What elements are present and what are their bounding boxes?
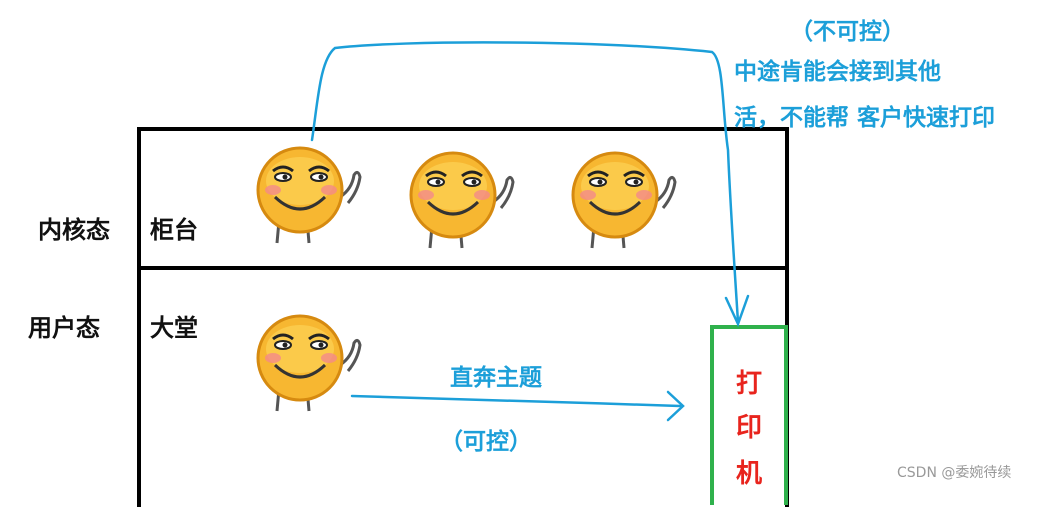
kernel-mode-label: 内核态 xyxy=(38,216,110,244)
emoji-face-lobby xyxy=(256,314,362,412)
uncontrollable-route-arrow xyxy=(310,41,740,324)
user-mode-label: 用户态 xyxy=(28,314,100,342)
lobby-label: 大堂 xyxy=(150,314,198,342)
controllable-route-arrow xyxy=(350,394,682,408)
emoji-face-3 xyxy=(571,151,677,249)
printer-char-3: 机 xyxy=(735,459,762,489)
uncontrollable-arrowhead xyxy=(724,294,750,328)
printer-box: 打 印 机 xyxy=(710,325,788,505)
counter-label: 柜台 xyxy=(150,216,198,244)
controllable-note: （可控） xyxy=(440,429,532,455)
watermark: CSDN @委婉待续 xyxy=(897,465,1012,481)
midway-note-line1: 中途肯能会接到其他 xyxy=(734,59,941,85)
mode-divider xyxy=(137,266,789,270)
controllable-arrowhead xyxy=(666,390,685,422)
arrow-layer xyxy=(310,41,750,422)
direct-note: 直奔主题 xyxy=(450,365,542,391)
uncontrollable-note: （不可控） xyxy=(790,19,905,45)
printer-char-2: 印 xyxy=(735,413,762,443)
printer-char-1: 打 xyxy=(735,369,762,399)
emoji-face-1 xyxy=(256,146,362,244)
mode-frame xyxy=(137,127,789,507)
emoji-face-2 xyxy=(409,151,515,249)
midway-note-line2: 活，不能帮 客户快速打印 xyxy=(734,105,996,131)
